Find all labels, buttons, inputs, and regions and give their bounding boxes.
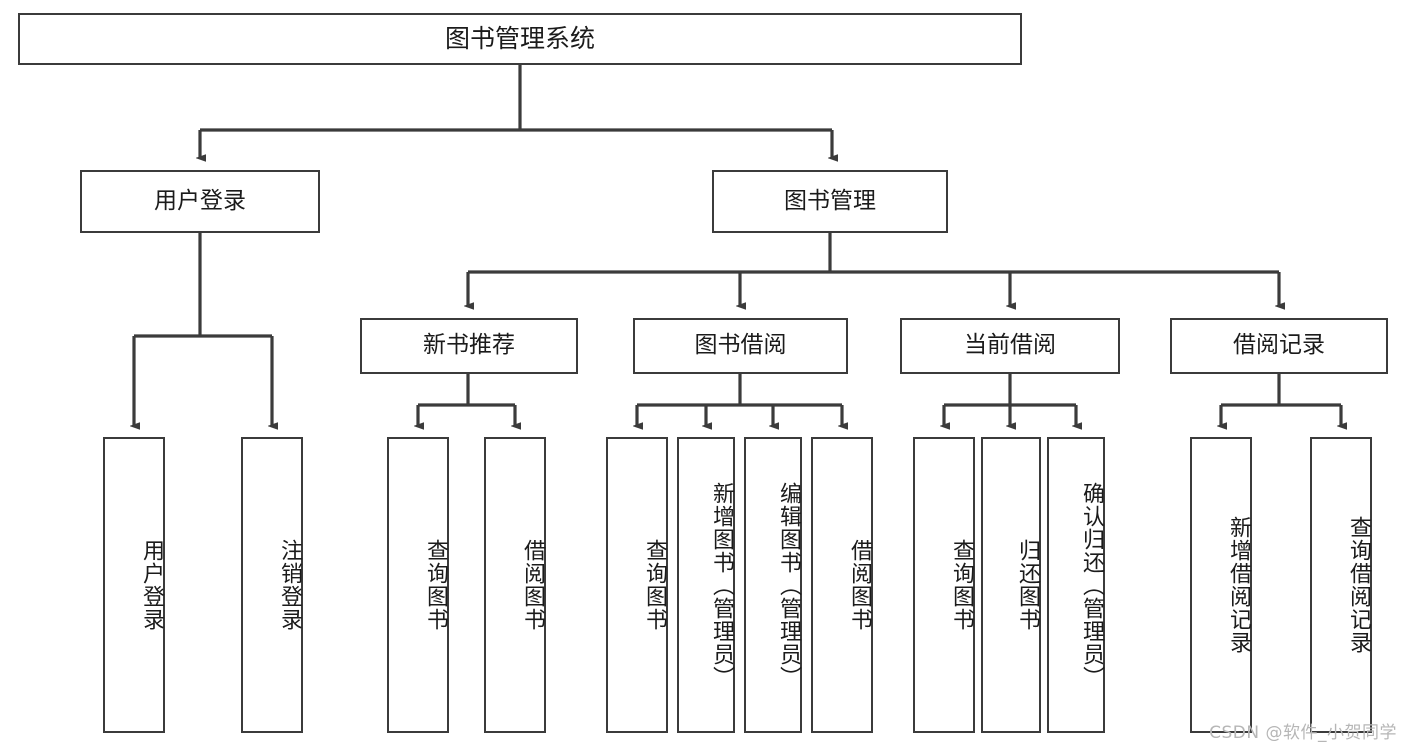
node-leaf-borrow-book-1-label: 借阅图书 [520, 539, 545, 631]
node-leaf-query-book-2-label: 查询图书 [642, 539, 667, 631]
node-borrow-record-label: 借阅记录 [1233, 332, 1325, 359]
node-new-book-rec[interactable]: 新书推荐 [360, 318, 578, 374]
node-leaf-confirm-return[interactable]: 确认归还（管理员） [1047, 437, 1105, 733]
node-leaf-return-book-label: 归还图书 [1015, 539, 1040, 631]
node-user-login[interactable]: 用户登录 [80, 170, 320, 233]
node-book-borrow-label: 图书借阅 [694, 332, 787, 359]
node-leaf-return-book[interactable]: 归还图书 [981, 437, 1041, 733]
node-user-login-label: 用户登录 [154, 187, 246, 214]
node-leaf-query-book-3[interactable]: 查询图书 [913, 437, 975, 733]
node-leaf-user-logout-label: 注销登录 [277, 539, 302, 631]
node-leaf-add-book[interactable]: 新增图书（管理员） [677, 437, 735, 733]
node-leaf-query-book-1[interactable]: 查询图书 [387, 437, 449, 733]
node-leaf-edit-book-label: 编辑图书（管理员） [776, 481, 801, 689]
node-leaf-query-book-3-label: 查询图书 [949, 539, 974, 631]
node-leaf-user-login-label: 用户登录 [139, 539, 164, 631]
node-new-book-rec-label: 新书推荐 [423, 332, 515, 359]
node-leaf-borrow-book-2-label: 借阅图书 [847, 539, 872, 631]
node-book-manage[interactable]: 图书管理 [712, 170, 948, 233]
node-leaf-borrow-book-1[interactable]: 借阅图书 [484, 437, 546, 733]
node-leaf-add-book-label: 新增图书（管理员） [709, 481, 734, 689]
node-leaf-add-record[interactable]: 新增借阅记录 [1190, 437, 1252, 733]
node-book-borrow[interactable]: 图书借阅 [633, 318, 848, 374]
node-leaf-query-book-2[interactable]: 查询图书 [606, 437, 668, 733]
node-root[interactable]: 图书管理系统 [18, 13, 1022, 65]
node-current-borrow[interactable]: 当前借阅 [900, 318, 1120, 374]
node-leaf-query-record-label: 查询借阅记录 [1346, 516, 1371, 654]
node-borrow-record[interactable]: 借阅记录 [1170, 318, 1388, 374]
node-leaf-add-record-label: 新增借阅记录 [1226, 516, 1251, 654]
node-leaf-user-login[interactable]: 用户登录 [103, 437, 165, 733]
node-leaf-user-logout[interactable]: 注销登录 [241, 437, 303, 733]
node-leaf-query-book-1-label: 查询图书 [423, 539, 448, 631]
node-leaf-borrow-book-2[interactable]: 借阅图书 [811, 437, 873, 733]
node-leaf-query-record[interactable]: 查询借阅记录 [1310, 437, 1372, 733]
node-leaf-confirm-return-label: 确认归还（管理员） [1079, 481, 1104, 689]
node-leaf-edit-book[interactable]: 编辑图书（管理员） [744, 437, 802, 733]
node-root-label: 图书管理系统 [444, 24, 595, 54]
node-book-manage-label: 图书管理 [784, 187, 876, 214]
node-current-borrow-label: 当前借阅 [964, 332, 1056, 359]
watermark-text: CSDN @软件_小贺同学 [1209, 723, 1397, 743]
